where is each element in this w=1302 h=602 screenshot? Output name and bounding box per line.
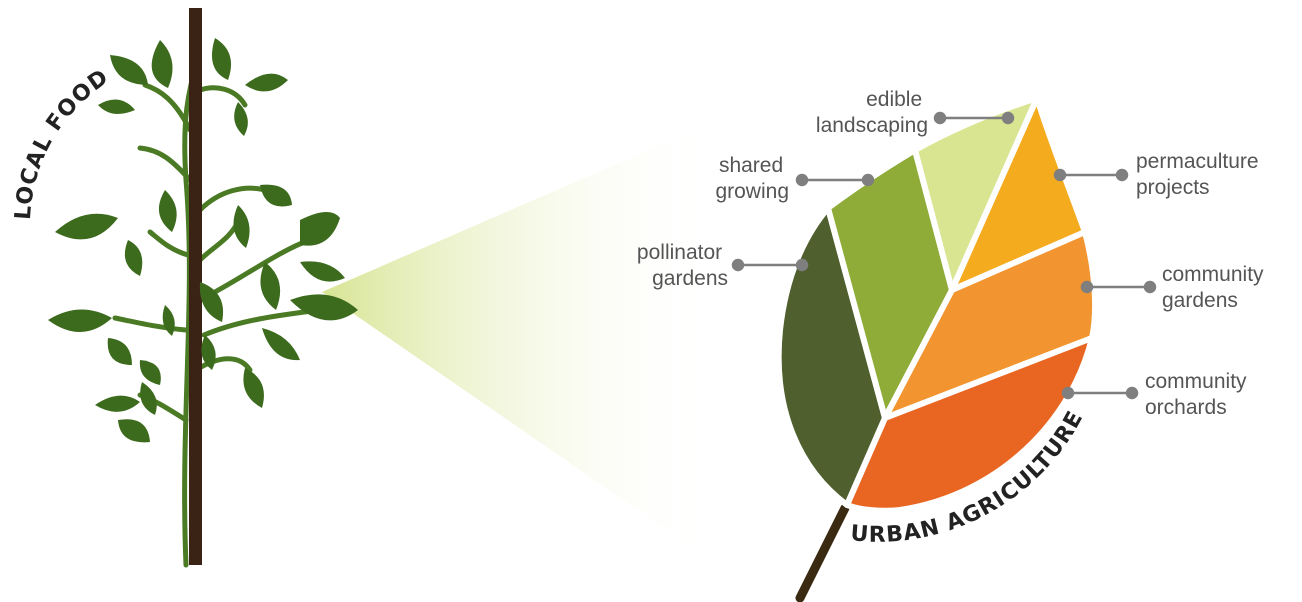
leaf <box>233 205 250 248</box>
leaf <box>162 305 175 336</box>
leaf <box>48 309 112 333</box>
label-community-gardens: community gardens <box>1162 263 1269 312</box>
leaf <box>110 55 148 85</box>
leaf <box>243 368 264 408</box>
magnification-beam <box>322 120 718 565</box>
leaf-illustration: URBAN AGRICULTURE <box>775 95 1099 602</box>
segment-community-orchards <box>844 335 1095 514</box>
leaf <box>158 190 177 232</box>
segment-pollinator-gardens <box>775 205 888 508</box>
leaf <box>140 382 157 415</box>
leaf <box>260 262 281 310</box>
leaf <box>139 360 161 385</box>
leaf <box>245 73 288 92</box>
leaf <box>98 99 135 114</box>
leaf <box>260 184 292 207</box>
label-edible-landscaping: edible landscaping <box>816 88 928 137</box>
segment-labels: pollinator gardens shared growing edible… <box>637 88 1269 419</box>
leaf-segments <box>775 95 1099 514</box>
leaf <box>300 211 340 246</box>
label-community-orchards: community orchards <box>1145 370 1252 419</box>
leaf <box>118 419 150 443</box>
leaf <box>107 338 132 365</box>
leaf <box>151 40 173 88</box>
local-food-title: LOCAL FOOD <box>11 65 114 221</box>
leaf <box>300 261 345 282</box>
leaf <box>95 395 140 412</box>
leaf <box>262 328 300 361</box>
leaf <box>201 335 216 370</box>
leaf-petiole <box>795 503 850 602</box>
plant-leaves <box>48 38 358 443</box>
label-pollinator-gardens: pollinator gardens <box>637 241 728 290</box>
leaf <box>199 282 224 322</box>
label-permaculture-projects: permaculture projects <box>1136 150 1264 199</box>
leaf <box>124 240 143 276</box>
plant-stake <box>189 8 202 565</box>
label-shared-growing: shared growing <box>715 154 789 203</box>
leaf <box>55 213 118 240</box>
leaf <box>234 102 248 136</box>
leaf <box>211 38 232 80</box>
plant-illustration: LOCAL FOOD <box>11 8 358 568</box>
leaf <box>290 294 358 321</box>
connectors <box>731 111 1157 400</box>
